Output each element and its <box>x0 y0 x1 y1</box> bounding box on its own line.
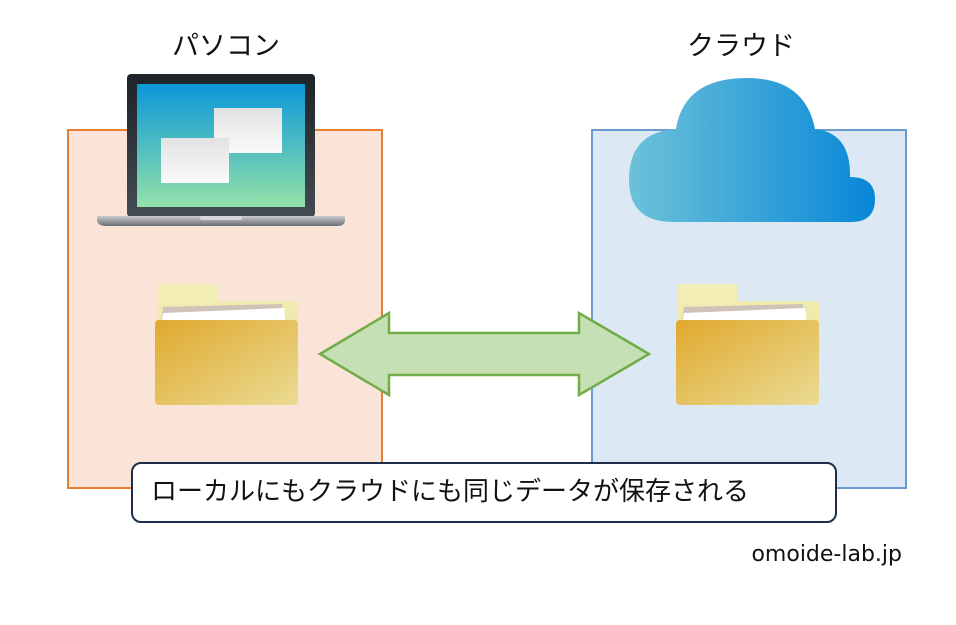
sync-double-arrow <box>317 310 652 398</box>
cloud-title: クラウド <box>687 31 795 62</box>
cloud-icon <box>629 78 875 222</box>
cloud-folder-icon <box>676 284 819 405</box>
pc-folder-icon <box>155 284 298 405</box>
caption-box: ローカルにもクラウドにも同じデータが保存される <box>131 462 837 523</box>
caption-text: ローカルにもクラウドにも同じデータが保存される <box>151 477 750 507</box>
site-credit: omoide-lab.jp <box>751 542 902 567</box>
pc-title: パソコン <box>172 31 280 62</box>
laptop-icon <box>97 74 345 226</box>
